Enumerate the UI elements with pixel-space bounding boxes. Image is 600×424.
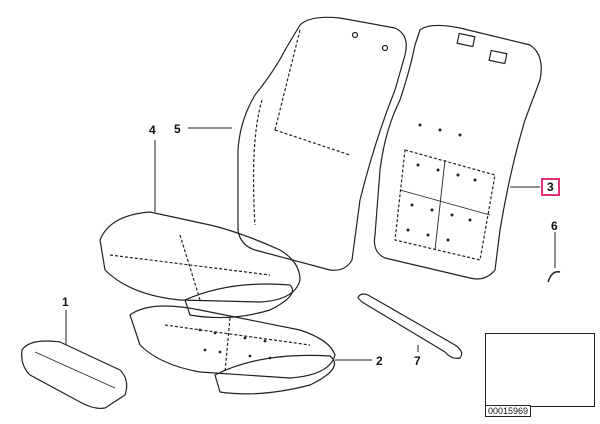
leader-lines	[65, 127, 556, 361]
callout-4[interactable]: 4	[149, 123, 156, 137]
clip	[547, 270, 561, 283]
backrest-cover	[373, 24, 542, 280]
inset-code: 00015969	[485, 405, 532, 417]
wire	[357, 293, 463, 359]
callout-6[interactable]: 6	[551, 219, 558, 233]
callout-5[interactable]: 5	[174, 122, 181, 136]
backrest-pad	[237, 16, 407, 271]
callout-3[interactable]: 3	[541, 178, 560, 196]
inset-car-box	[485, 333, 595, 407]
seat-cushion-cover	[129, 305, 336, 395]
cushion-pad	[21, 340, 128, 409]
callout-2[interactable]: 2	[376, 354, 383, 368]
callout-7[interactable]: 7	[414, 354, 421, 368]
callout-1[interactable]: 1	[62, 295, 69, 309]
seat-cushion-upholstery	[99, 211, 301, 319]
